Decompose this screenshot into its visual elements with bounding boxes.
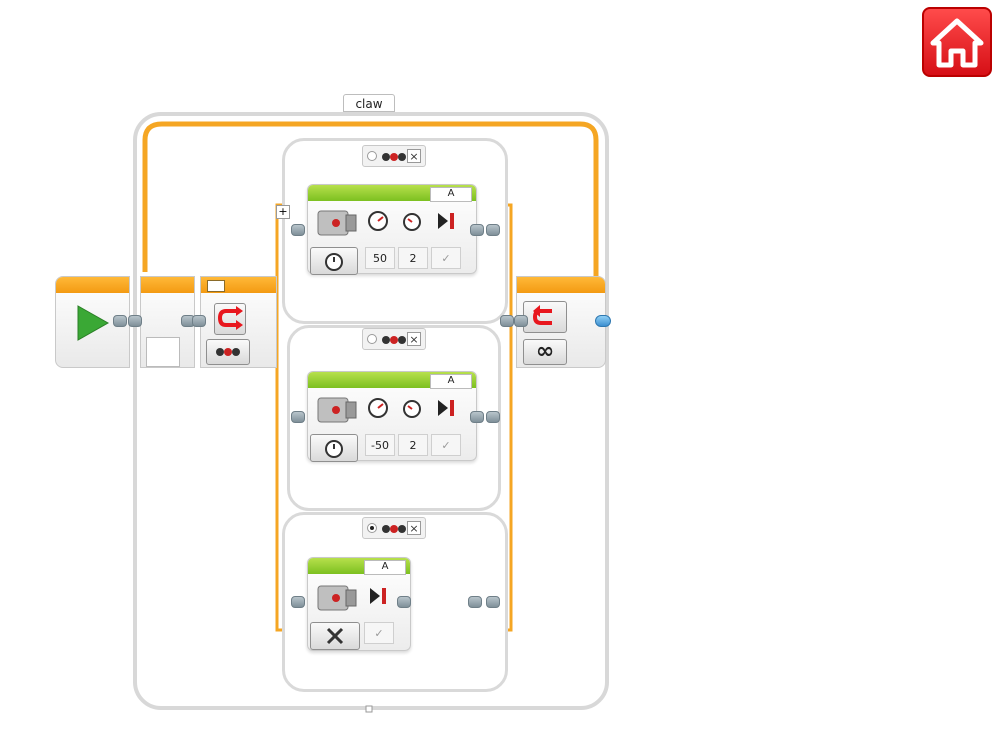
- brake-icon: [438, 213, 454, 229]
- off-icon[interactable]: [310, 622, 360, 650]
- loop-mode-icon[interactable]: [523, 301, 567, 333]
- case1-in-connector: [291, 224, 305, 236]
- seconds-icon: [403, 213, 421, 231]
- large-motor-block-2[interactable]: A -50 2 ✓: [307, 371, 477, 462]
- port-selector[interactable]: A: [430, 187, 472, 202]
- check-icon[interactable]: ✓: [431, 247, 461, 269]
- loop-end-in-connector: [500, 315, 514, 327]
- remove-case-button[interactable]: ×: [407, 521, 421, 535]
- brake-icon: [438, 400, 454, 416]
- brick-buttons-icon: [382, 153, 406, 161]
- seconds-value[interactable]: 2: [398, 247, 428, 269]
- loop-end-block[interactable]: ∞: [516, 276, 606, 368]
- case-header-3[interactable]: ×: [362, 517, 426, 539]
- loop-end-in2-connector: [514, 315, 528, 327]
- large-motor-block-1[interactable]: A 50 2 ✓: [307, 184, 477, 275]
- brick-buttons-icon[interactable]: [206, 339, 250, 365]
- case3-out-connector: [397, 596, 411, 608]
- case1-exit-connector: [486, 224, 500, 236]
- power-value[interactable]: 50: [365, 247, 395, 269]
- default-case-radio[interactable]: [367, 523, 377, 533]
- timer-icon[interactable]: [310, 247, 358, 275]
- brick-buttons-icon: [382, 525, 406, 533]
- power-icon: [368, 211, 388, 231]
- brake-icon: [370, 588, 386, 604]
- seconds-icon: [403, 400, 421, 418]
- loop-name-label[interactable]: claw: [343, 94, 395, 112]
- case2-in-connector: [291, 411, 305, 423]
- case-selector-radio[interactable]: [367, 334, 377, 344]
- case1-out-connector: [470, 224, 484, 236]
- start-out-connector: [113, 315, 127, 327]
- switch-block[interactable]: [200, 276, 277, 368]
- loop-in-connector: [128, 315, 142, 327]
- seconds-value[interactable]: 2: [398, 434, 428, 456]
- case2-exit-connector: [486, 411, 500, 423]
- infinity-icon[interactable]: ∞: [523, 339, 567, 365]
- power-icon: [368, 398, 388, 418]
- remove-case-button[interactable]: ×: [407, 149, 421, 163]
- case2-out-connector: [470, 411, 484, 423]
- motor-icon: [317, 585, 357, 611]
- home-icon: [930, 18, 984, 68]
- play-icon: [77, 305, 110, 341]
- port-selector[interactable]: A: [364, 560, 406, 575]
- motor-icon: [317, 210, 357, 236]
- large-motor-block-3[interactable]: A ✓: [307, 557, 411, 651]
- home-button[interactable]: [922, 7, 992, 77]
- loop-end-out-connector: [595, 315, 611, 327]
- switch-in-connector: [192, 315, 206, 327]
- power-value[interactable]: -50: [365, 434, 395, 456]
- case3-in-connector: [291, 596, 305, 608]
- port-selector[interactable]: A: [430, 374, 472, 389]
- motor-icon: [317, 397, 357, 423]
- add-case-button[interactable]: +: [276, 205, 290, 219]
- remove-case-button[interactable]: ×: [407, 332, 421, 346]
- case-selector-radio[interactable]: [367, 151, 377, 161]
- timer-icon[interactable]: [310, 434, 358, 462]
- case3-wire-connector: [468, 596, 482, 608]
- case-header-1[interactable]: ×: [362, 145, 426, 167]
- switch-icon[interactable]: [214, 303, 246, 335]
- case3-exit-connector: [486, 596, 500, 608]
- case-header-2[interactable]: ×: [362, 328, 426, 350]
- check-icon[interactable]: ✓: [364, 622, 394, 644]
- brick-buttons-icon: [382, 336, 406, 344]
- check-icon[interactable]: ✓: [431, 434, 461, 456]
